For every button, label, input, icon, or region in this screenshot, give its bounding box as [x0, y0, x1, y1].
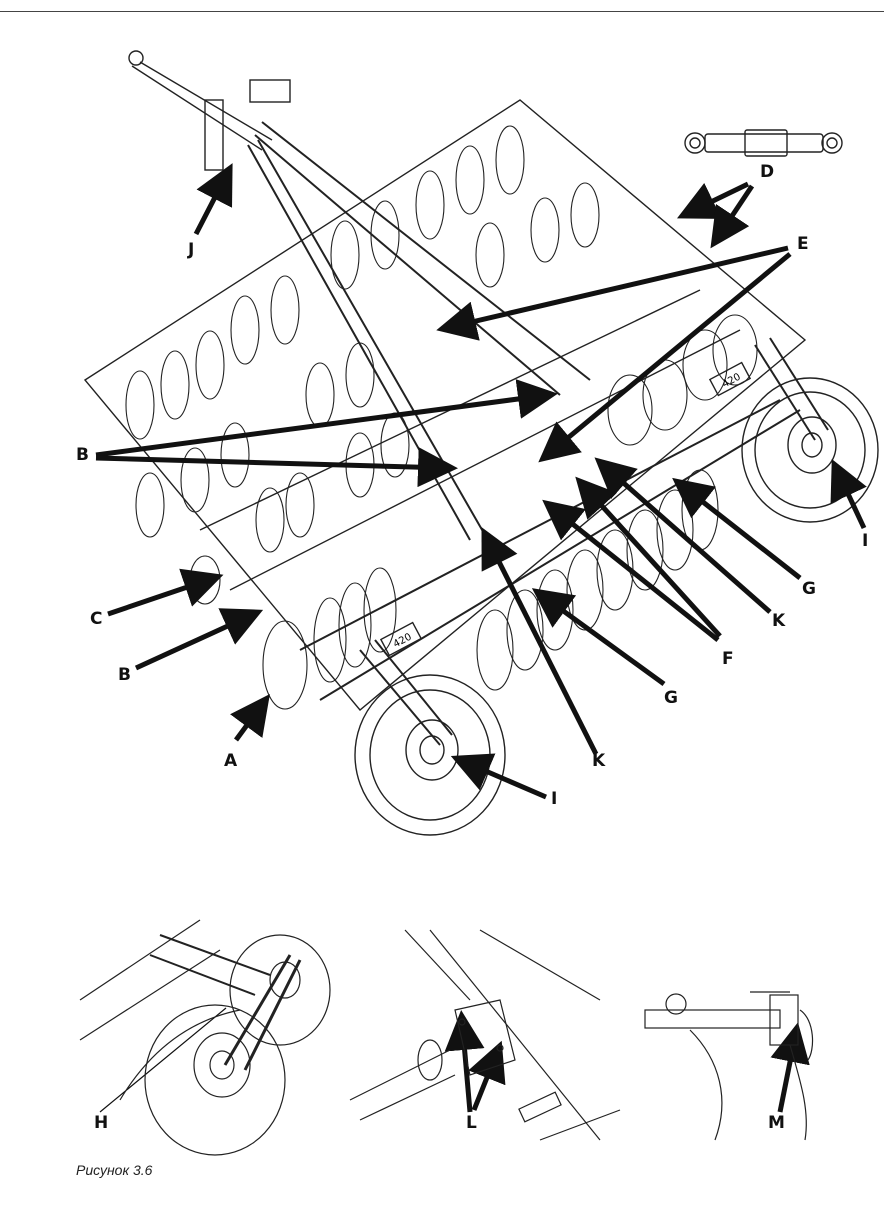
main-frame — [83, 99, 807, 711]
arrow-L-1 — [444, 1010, 485, 1113]
arrow-L-2 — [468, 1040, 506, 1111]
packer-roller — [189, 314, 758, 710]
callout-F: F — [722, 649, 734, 669]
id-plate-left — [379, 621, 423, 657]
id-plate-right-text: 420 — [721, 372, 743, 391]
transport-wheel-left — [354, 639, 506, 836]
transport-wheel-right — [741, 337, 879, 523]
callout-I-1: I — [551, 789, 557, 809]
arrow-B-2 — [95, 447, 458, 488]
id-plate-left-text: 420 — [392, 632, 414, 651]
callout-J: J — [187, 240, 194, 260]
arrow-A — [230, 693, 270, 742]
figure-caption: Рисунок 3.6 — [76, 1162, 153, 1178]
arrow-I-2 — [830, 458, 867, 530]
arrow-G-1 — [672, 477, 802, 580]
callout-G-1: G — [802, 579, 816, 599]
callout-L: L — [466, 1113, 477, 1133]
id-plate-right — [708, 361, 752, 397]
turnbuckle-detail — [684, 129, 843, 157]
arrow-C — [107, 568, 224, 617]
callout-B-2: B — [118, 665, 131, 685]
callout-B-1: B — [76, 445, 89, 465]
arrow-F-1 — [575, 476, 722, 638]
detail-view-M — [644, 991, 814, 1141]
arrow-I-1 — [450, 753, 547, 800]
callout-G-2: G — [664, 688, 678, 708]
arrow-M — [770, 1022, 810, 1113]
arrow-B-3 — [134, 608, 264, 671]
arrow-E-1 — [436, 245, 789, 341]
arrow-K-2 — [481, 527, 599, 756]
page-top-rule — [0, 11, 884, 12]
callout-labels: J D E B C B A I I G G K K F H L M — [76, 162, 868, 1133]
arrow-J — [193, 163, 233, 236]
callout-C: C — [90, 609, 102, 629]
callout-E: E — [797, 234, 809, 254]
callout-D: D — [760, 162, 774, 182]
main-machine-view — [83, 50, 879, 836]
callout-H: H — [94, 1113, 108, 1133]
detail-view-L — [349, 929, 621, 1141]
callout-A: A — [224, 751, 238, 771]
arrow-E-2 — [538, 252, 792, 463]
arrow-F-2 — [542, 499, 720, 642]
callout-arrows — [95, 163, 867, 1113]
detail-view-H — [79, 919, 331, 1156]
arrow-G-2 — [531, 588, 666, 687]
callout-K-2: K — [592, 751, 606, 771]
arrow-B-1 — [95, 379, 558, 458]
arrow-D-1 — [676, 181, 750, 219]
callout-I-2: I — [862, 531, 868, 551]
disc-rows — [125, 125, 600, 553]
arrow-K-1 — [594, 457, 772, 614]
callout-M: M — [768, 1113, 785, 1133]
callout-K-1: K — [772, 611, 786, 631]
arrow-D-2 — [710, 184, 755, 249]
arrow-H-wire — [99, 1007, 227, 1113]
